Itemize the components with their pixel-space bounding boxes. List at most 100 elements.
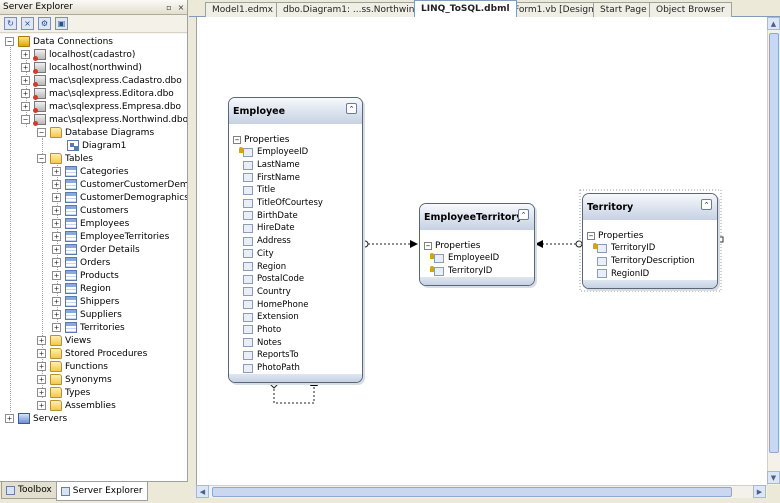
tree-item-stored-procedures[interactable]: +Stored Procedures <box>37 347 147 360</box>
tree-item-table[interactable]: +Orders <box>52 256 110 269</box>
tree-item-connection[interactable]: + mac\sqlexpress.Empresa.dbo <box>21 100 181 113</box>
property-row[interactable]: Extension <box>229 311 362 324</box>
expand-icon[interactable]: + <box>52 284 61 293</box>
connect-to-server-icon[interactable]: ▣ <box>55 17 68 30</box>
expand-icon[interactable]: + <box>21 76 30 85</box>
scroll-left-icon[interactable]: ◀ <box>196 485 209 498</box>
collapse-icon[interactable]: − <box>21 115 30 124</box>
tree-item-assemblies[interactable]: +Assemblies <box>37 399 116 412</box>
property-row[interactable]: BirthDate <box>229 209 362 222</box>
refresh-icon[interactable]: ↻ <box>4 17 17 30</box>
tab-form1-design[interactable]: Form1.vb [Design] <box>507 2 605 17</box>
expand-icon[interactable]: + <box>21 89 30 98</box>
property-row[interactable]: Notes <box>229 336 362 349</box>
collapse-icon[interactable]: − <box>37 154 46 163</box>
tab-linq-to-sql[interactable]: LINQ_ToSQL.dbml <box>414 0 517 17</box>
expand-icon[interactable]: + <box>52 180 61 189</box>
collapse-chevron-icon[interactable]: ⌃ <box>346 103 357 114</box>
vertical-scrollbar[interactable]: ▲ ▼ <box>767 17 780 485</box>
property-row[interactable]: City <box>229 248 362 261</box>
property-row[interactable]: Address <box>229 235 362 248</box>
expand-icon[interactable]: + <box>52 271 61 280</box>
scroll-up-icon[interactable]: ▲ <box>767 17 780 30</box>
tree-item-table[interactable]: +CustomerDemographics <box>52 191 187 204</box>
tree-item-table[interactable]: +Employees <box>52 217 129 230</box>
tree-item-table[interactable]: +Order Details <box>52 243 140 256</box>
tree-item-synonyms[interactable]: +Synonyms <box>37 373 112 386</box>
property-row[interactable]: PostalCode <box>229 273 362 286</box>
tab-server-explorer[interactable]: Server Explorer <box>55 482 148 501</box>
entity-employee[interactable]: Employee ⌃ − Properties EmployeeID LastN… <box>228 97 363 383</box>
expand-icon[interactable]: + <box>37 349 46 358</box>
tree-item-table[interactable]: +Suppliers <box>52 308 122 321</box>
property-row[interactable]: FirstName <box>229 171 362 184</box>
collapse-icon[interactable]: − <box>37 128 46 137</box>
tree-item-connection[interactable]: + localhost(cadastro) <box>21 48 135 61</box>
expand-icon[interactable]: + <box>52 206 61 215</box>
tree-item-table[interactable]: +Territories <box>52 321 125 334</box>
property-row[interactable]: Country <box>229 286 362 299</box>
tree-item-table[interactable]: +Categories <box>52 165 129 178</box>
expand-icon[interactable]: + <box>37 401 46 410</box>
expand-icon[interactable]: + <box>5 414 14 423</box>
collapse-icon[interactable]: − <box>5 37 14 46</box>
property-row[interactable]: PhotoPath <box>229 362 362 375</box>
dbml-designer-canvas[interactable]: Employee ⌃ − Properties EmployeeID LastN… <box>196 17 767 485</box>
expand-icon[interactable]: + <box>52 232 61 241</box>
horizontal-scroll-thumb[interactable] <box>212 487 732 497</box>
expand-icon[interactable]: + <box>52 323 61 332</box>
expand-icon[interactable]: + <box>37 388 46 397</box>
connect-to-database-icon[interactable]: ⚙ <box>38 17 51 30</box>
expand-icon[interactable]: + <box>52 193 61 202</box>
collapse-icon[interactable]: − <box>587 231 595 240</box>
tree-item-tables[interactable]: − Tables <box>37 152 93 165</box>
property-row[interactable]: Photo <box>229 324 362 337</box>
expand-icon[interactable]: + <box>52 258 61 267</box>
property-row[interactable]: HomePhone <box>229 298 362 311</box>
entity-header[interactable]: Territory ⌃ <box>583 194 717 220</box>
tree-item-connection[interactable]: + mac\sqlexpress.Cadastro.dbo <box>21 74 182 87</box>
property-row[interactable]: Region <box>229 260 362 273</box>
tree-item-functions[interactable]: +Functions <box>37 360 108 373</box>
property-row[interactable]: TerritoryDescription <box>583 255 717 268</box>
tree-item-types[interactable]: +Types <box>37 386 90 399</box>
tree-item-connection[interactable]: + mac\sqlexpress.Editora.dbo <box>21 87 174 100</box>
tree-item-table[interactable]: +CustomerCustomerDemo <box>52 178 187 191</box>
expand-icon[interactable]: + <box>37 336 46 345</box>
tab-toolbox[interactable]: Toolbox <box>1 482 57 499</box>
properties-section[interactable]: − Properties <box>424 240 481 251</box>
tab-start-page[interactable]: Start Page <box>593 2 654 17</box>
tree-item-database-diagrams[interactable]: − Database Diagrams <box>37 126 154 139</box>
entity-territory[interactable]: Territory ⌃ − Properties TerritoryID Ter… <box>582 193 718 289</box>
expand-icon[interactable]: + <box>52 219 61 228</box>
property-row[interactable]: EmployeeID <box>420 252 534 265</box>
tree-item-diagram1[interactable]: Diagram1 <box>67 139 126 152</box>
pin-icon[interactable]: ▫ <box>166 2 172 12</box>
property-row[interactable]: TerritoryID <box>583 242 717 255</box>
close-icon[interactable]: × <box>177 2 185 12</box>
expand-icon[interactable]: + <box>52 245 61 254</box>
scroll-right-icon[interactable]: ▶ <box>753 485 766 498</box>
scroll-down-icon[interactable]: ▼ <box>767 471 780 484</box>
tree-item-table[interactable]: +Customers <box>52 204 128 217</box>
property-row[interactable]: EmployeeID <box>229 146 362 159</box>
tab-diagram1[interactable]: dbo.Diagram1: ...ss.Northwind)* <box>276 2 436 17</box>
expand-icon[interactable]: + <box>21 102 30 111</box>
stop-refresh-icon[interactable]: × <box>21 17 34 30</box>
expand-icon[interactable]: + <box>21 63 30 72</box>
entity-employee-territory[interactable]: EmployeeTerritory ⌃ − Properties Employe… <box>419 203 535 286</box>
tree-item-connection[interactable]: − mac\sqlexpress.Northwind.dbo <box>21 113 187 126</box>
tab-object-browser[interactable]: Object Browser <box>649 2 732 17</box>
tree-item-views[interactable]: +Views <box>37 334 91 347</box>
tree-item-data-connections[interactable]: − Data Connections <box>5 35 113 48</box>
expand-icon[interactable]: + <box>37 375 46 384</box>
expand-icon[interactable]: + <box>52 167 61 176</box>
entity-header[interactable]: Employee ⌃ <box>229 98 362 124</box>
property-row[interactable]: RegionID <box>583 267 717 280</box>
tree-item-servers[interactable]: + Servers <box>5 412 67 425</box>
tree-item-table[interactable]: +EmployeeTerritories <box>52 230 169 243</box>
property-row[interactable]: Title <box>229 184 362 197</box>
property-row[interactable]: TerritoryID <box>420 265 534 278</box>
property-row[interactable]: LastName <box>229 159 362 172</box>
collapse-icon[interactable]: − <box>424 241 432 250</box>
